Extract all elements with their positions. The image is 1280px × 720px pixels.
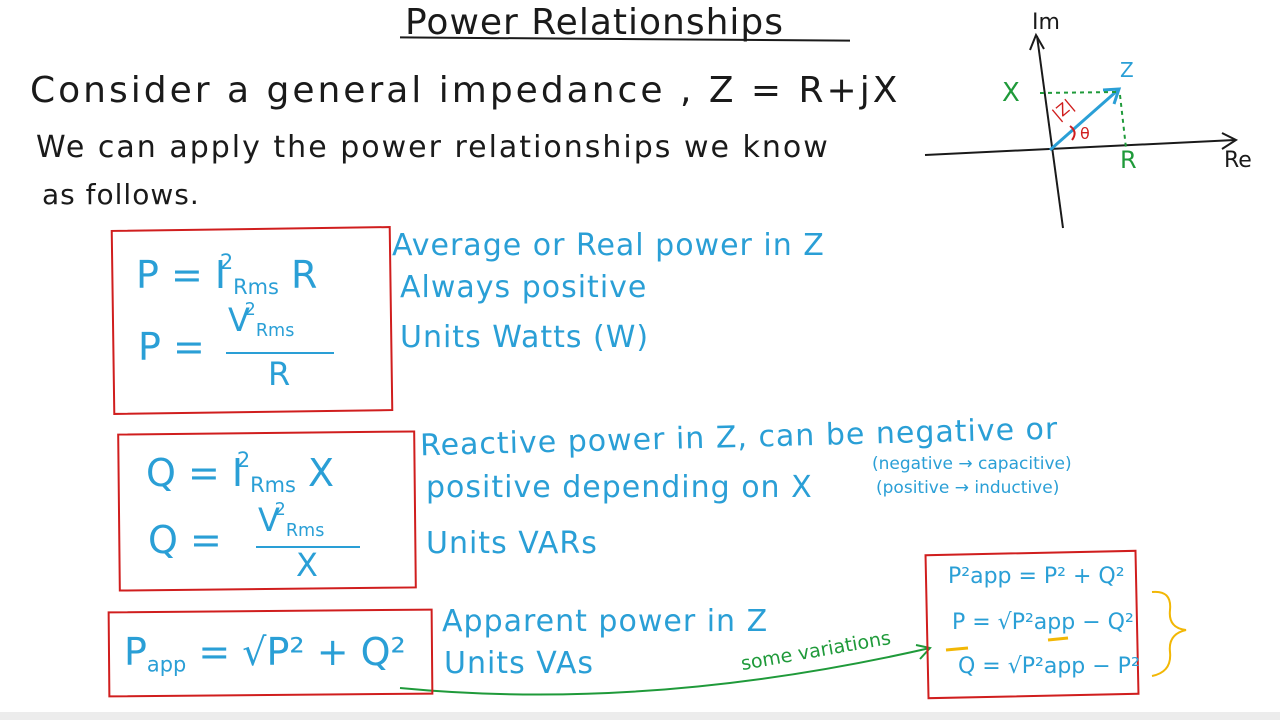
reactive-power-note-3: Units VARs <box>426 526 598 561</box>
eq-lhs: P = I <box>136 252 227 297</box>
eq-rhs: X <box>308 450 335 495</box>
re-axis-arrow <box>1221 132 1239 150</box>
eq-subscript: app <box>146 652 187 677</box>
eq-subscript: Rms <box>233 275 279 300</box>
eq-lhs: P <box>124 630 147 674</box>
real-power-eq-1: P = I2Rms R <box>136 250 317 299</box>
real-power-note-2: Always positive <box>400 270 648 305</box>
eq-num-sub: Rms <box>255 321 295 342</box>
im-axis <box>1036 35 1064 229</box>
r-projection <box>1119 94 1127 149</box>
variation-eq-2: P = √P²app − Q² <box>952 610 1134 635</box>
theta-label: θ <box>1080 124 1090 143</box>
variations-arrow <box>399 647 931 696</box>
yellow-brace <box>1151 590 1187 677</box>
highlight-mark-1 <box>1047 636 1069 642</box>
real-power-eq-2-denominator: R <box>268 355 291 393</box>
z-point-label: Z <box>1120 58 1134 82</box>
eq-rhs: R <box>291 252 318 297</box>
reactive-power-eq-2-denominator: X <box>296 546 318 584</box>
re-axis <box>924 139 1236 156</box>
variation-eq-3: Q = √P²app − P² <box>958 654 1140 679</box>
reactive-power-eq-1: Q = I2Rms X <box>146 448 334 497</box>
z-vector-arrow <box>1102 87 1122 105</box>
eq-num-sup: 2 <box>244 300 256 320</box>
eq-lhs: Q = I <box>146 450 244 495</box>
eq-num-v: V <box>258 500 280 539</box>
intro-line-3: as follows. <box>42 178 200 211</box>
eq-rhs: = √P² + Q² <box>198 630 406 674</box>
x-axis-value-label: X <box>1002 78 1020 108</box>
intro-line-2: We can apply the power relationships we … <box>36 130 830 165</box>
r-axis-value-label: R <box>1120 146 1137 174</box>
theta-arc <box>1069 125 1076 141</box>
reactive-power-eq-2-numerator: V2Rms <box>258 500 324 541</box>
highlight-mark-2 <box>945 646 969 652</box>
apparent-power-note-2: Units VAs <box>444 646 594 681</box>
variation-eq-1: P²app = P² + Q² <box>948 564 1125 589</box>
page-title: Power Relationships <box>405 2 785 43</box>
eq-num-sub: Rms <box>285 521 325 542</box>
eq-superscript: 2 <box>219 250 234 274</box>
eq-subscript: Rms <box>250 473 296 498</box>
real-power-eq-2-numerator: V2Rms <box>228 300 294 341</box>
variations-arrowhead <box>915 644 932 660</box>
eq-num-v: V <box>228 300 250 339</box>
z-vector <box>1049 88 1119 152</box>
eq-superscript: 2 <box>236 448 251 472</box>
paren-text-2: positive → inductive <box>882 478 1053 498</box>
reactive-power-note-2: positive depending on X <box>426 470 813 505</box>
intro-line-1: Consider a general impedance , Z = R+jX <box>30 70 901 111</box>
real-power-eq-2-lhs: P = <box>138 325 205 369</box>
apparent-power-note-1: Apparent power in Z <box>442 604 769 639</box>
real-power-note-3: Units Watts (W) <box>400 320 650 355</box>
fraction-bar <box>226 352 334 354</box>
im-axis-arrow <box>1029 32 1045 51</box>
apparent-power-eq: Papp = √P² + Q² <box>124 630 406 676</box>
eq-num-sup: 2 <box>274 500 286 520</box>
re-axis-label: Re <box>1224 148 1252 173</box>
reactive-power-paren-1: (negative → capacitive) <box>872 454 1072 474</box>
bottom-bar <box>0 712 1280 720</box>
x-projection <box>1039 91 1117 94</box>
paren-text-1: negative → capacitive <box>878 454 1065 474</box>
real-power-note-1: Average or Real power in Z <box>392 228 825 263</box>
reactive-power-paren-2: (positive → inductive) <box>876 478 1060 498</box>
fraction-bar <box>256 546 360 548</box>
im-axis-label: Im <box>1032 10 1060 35</box>
reactive-power-eq-2-lhs: Q = <box>148 518 222 562</box>
